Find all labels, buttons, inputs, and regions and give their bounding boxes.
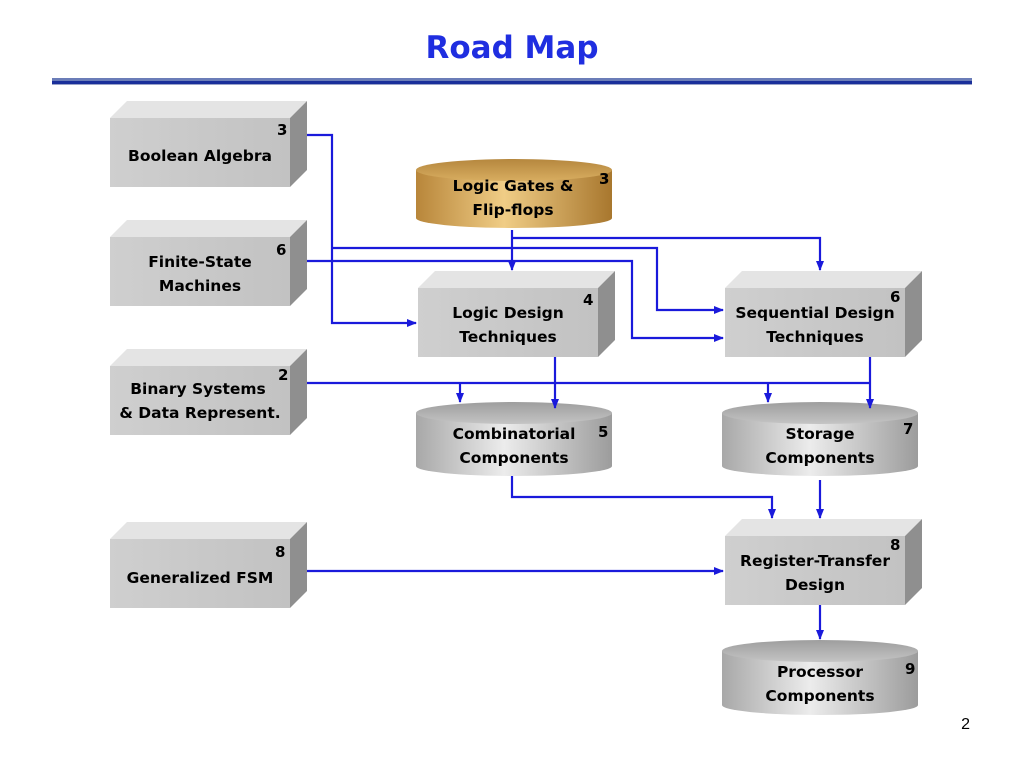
node-storage-number: 7: [903, 420, 914, 438]
node-logic-design-label-2: Techniques: [459, 328, 557, 346]
box-finite-state-machines: [110, 220, 307, 306]
node-register-transfer-number: 8: [890, 536, 901, 554]
arrow-boolean-to-logic-design: [307, 133, 417, 327]
arrow-boolean-to-sequential-design: [332, 246, 724, 314]
box-sequential-design: [725, 271, 922, 357]
node-sequential-design-number: 6: [890, 288, 901, 306]
node-sequential-design-label-1: Sequential Design: [735, 304, 895, 322]
node-combinatorial-number: 5: [598, 423, 609, 441]
title-rule-dark: [52, 81, 972, 84]
node-generalized-fsm-number: 8: [275, 543, 286, 561]
node-binary-systems-label-1: Binary Systems: [130, 380, 266, 398]
node-storage-label-2: Components: [765, 449, 875, 467]
title-rule: [52, 78, 972, 81]
arrow-fsm-to-sequential-design: [307, 259, 724, 342]
arrow-gates-to-sequential-design: [512, 236, 824, 271]
node-logic-gates-label-2: Flip-flops: [472, 201, 554, 219]
node-register-transfer-label-2: Design: [784, 576, 846, 594]
node-logic-design-number: 4: [583, 291, 594, 309]
box-logic-design: [418, 271, 615, 357]
title-rule-light: [52, 84, 972, 85]
box-binary-systems: [110, 349, 307, 435]
node-processor-label-1: Processor: [776, 663, 864, 681]
node-boolean-algebra-label: Boolean Algebra: [128, 147, 272, 165]
node-logic-gates-number: 3: [599, 170, 610, 188]
box-generalized-fsm: [110, 522, 307, 608]
box-register-transfer: [725, 519, 922, 605]
box-boolean-algebra: [110, 101, 307, 187]
node-combinatorial-label-2: Components: [459, 449, 569, 467]
arrow-combinatorial-to-register-transfer: [510, 476, 776, 519]
page-title: Road Map: [425, 30, 599, 66]
node-finite-state-label-2: Machines: [158, 277, 242, 295]
node-register-transfer-label-1: Register-Transfer: [740, 552, 890, 570]
node-boolean-algebra-number: 3: [277, 121, 288, 139]
node-binary-systems-label-2: & Data Represent.: [119, 404, 281, 422]
node-storage-label-1: Storage: [785, 425, 855, 443]
node-logic-design-label-1: Logic Design: [452, 304, 564, 322]
node-generalized-fsm-label: Generalized FSM: [126, 569, 274, 587]
node-binary-systems-number: 2: [278, 366, 289, 384]
node-combinatorial-label-1: Combinatorial: [452, 425, 576, 443]
node-finite-state-number: 6: [276, 241, 287, 259]
node-processor-label-2: Components: [765, 687, 875, 705]
page-number: 2: [961, 716, 970, 733]
cylinder-combinatorial: [416, 402, 612, 476]
node-processor-number: 9: [905, 660, 916, 678]
cylinder-logic-gates: [416, 159, 612, 228]
node-logic-gates-label-1: Logic Gates &: [452, 177, 574, 195]
node-finite-state-label-1: Finite-State: [148, 253, 252, 271]
node-sequential-design-label-2: Techniques: [766, 328, 864, 346]
cylinder-processor: [722, 640, 918, 715]
